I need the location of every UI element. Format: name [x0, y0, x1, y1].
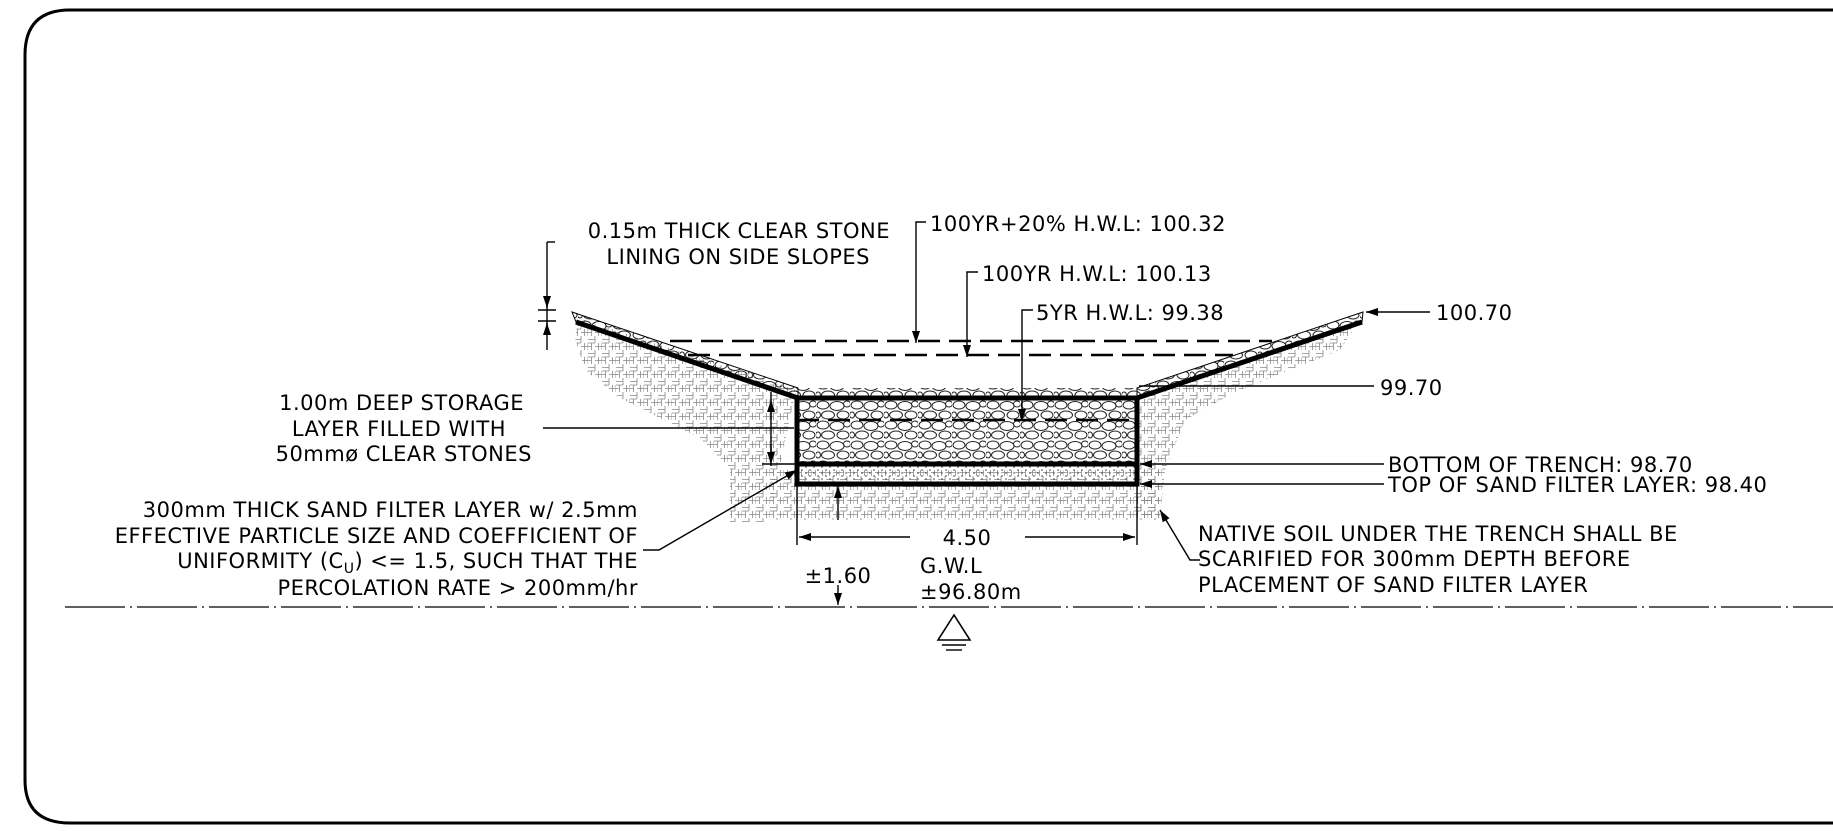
hwl-100yr-label: 100YR H.W.L: 100.13: [982, 262, 1212, 286]
native-note-1: NATIVE SOIL UNDER THE TRENCH SHALL BE: [1198, 522, 1678, 546]
bottom-trench-label: BOTTOM OF TRENCH: 98.70: [1388, 453, 1693, 477]
storage-note-3: 50mmø CLEAR STONES: [276, 442, 532, 466]
sand-note-4: PERCOLATION RATE > 200mm/hr: [277, 576, 638, 600]
native-note-3: PLACEMENT OF SAND FILTER LAYER: [1198, 573, 1588, 597]
lining-note-1: 0.15m THICK CLEAR STONE: [588, 219, 890, 243]
top-elevation-label: 100.70: [1436, 301, 1512, 325]
rim-elevation-label: 99.70: [1380, 376, 1443, 400]
sheet-border: [23, 8, 1833, 825]
sand-note-3: UNIFORMITY (CU) <= 1.5, SUCH THAT THE: [177, 549, 638, 577]
sand-note-1: 300mm THICK SAND FILTER LAYER w/ 2.5mm: [143, 498, 638, 522]
width-dimension: 4.50: [943, 526, 992, 550]
native-soil-left: [575, 318, 796, 522]
sand-filter-layer: [797, 464, 1137, 484]
storage-note-2: LAYER FILLED WITH: [292, 417, 506, 441]
depth-dimension: ±1.60: [805, 564, 872, 588]
top-sand-label: TOP OF SAND FILTER LAYER: 98.40: [1387, 473, 1767, 497]
lining-note-2: LINING ON SIDE SLOPES: [606, 245, 870, 269]
storage-note-1: 1.00m DEEP STORAGE: [279, 391, 524, 415]
native-note-2: SCARIFIED FOR 300mm DEPTH BEFORE: [1198, 547, 1631, 571]
trench-outline: [794, 395, 1140, 487]
sand-note-2: EFFECTIVE PARTICLE SIZE AND COEFFICIENT …: [115, 524, 638, 548]
hwl-100yr20-label: 100YR+20% H.W.L: 100.32: [930, 212, 1226, 236]
gwl-elevation: ±96.80m: [920, 580, 1022, 604]
gwl-symbol: [936, 613, 972, 641]
left-slope-line: [575, 319, 799, 401]
hwl-5yr-label: 5YR H.W.L: 99.38: [1036, 301, 1224, 325]
storage-layer: [797, 400, 1137, 464]
gwl-label: G.W.L: [920, 554, 982, 578]
